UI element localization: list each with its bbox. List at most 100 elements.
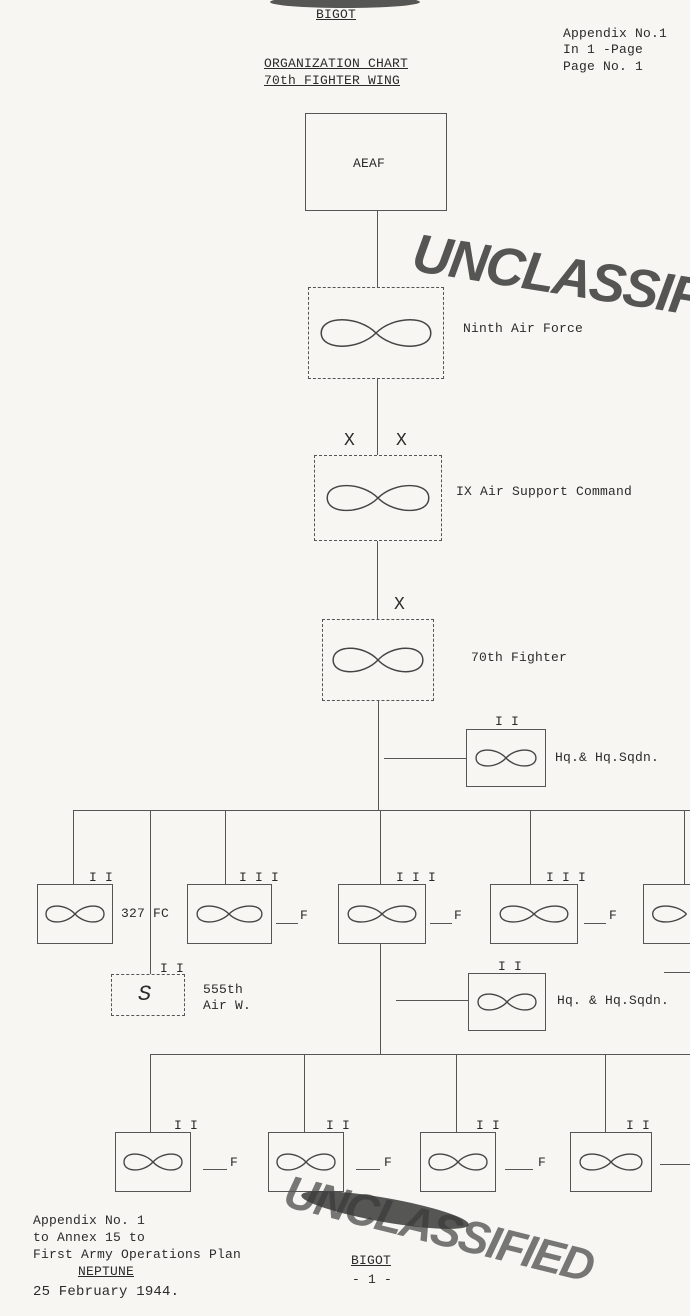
g4-f-line (584, 923, 606, 924)
drop-g2 (225, 810, 226, 884)
infinity-icon (475, 749, 537, 767)
s-box (111, 974, 185, 1016)
chart-title-line2: 70th FIGHTER WING (264, 73, 401, 88)
drop-g3 (380, 810, 381, 884)
wing-box (322, 619, 434, 701)
g5-box (643, 884, 690, 944)
s2-f-label: F (384, 1155, 393, 1170)
x-mark-wing: X (394, 595, 406, 615)
s1-f-line (203, 1169, 227, 1170)
g3-f-line (430, 923, 452, 924)
appendix-line2: In 1 -Page (563, 42, 644, 57)
s-letter: S (138, 982, 152, 1007)
drop-s (150, 810, 151, 974)
infinity-icon (347, 905, 417, 923)
g4-iii: I I I (546, 870, 587, 885)
ix-asc-box (314, 455, 442, 541)
infinity-icon-partial (652, 905, 688, 923)
s2-ii: I I (326, 1118, 351, 1133)
connector-wing-bus (378, 701, 379, 810)
footer-line2: to Annex 15 to (33, 1230, 146, 1245)
connector-ninth-ix (377, 379, 378, 455)
aeaf-box (305, 113, 447, 211)
infinity-icon (579, 1153, 643, 1171)
g2-f-line (276, 923, 298, 924)
drop-s1 (150, 1054, 151, 1132)
infinity-icon (477, 993, 537, 1011)
drop-g4 (530, 810, 531, 884)
g1-box (37, 884, 113, 944)
s4-ii: I I (626, 1118, 651, 1133)
page-number: - 1 - (352, 1272, 393, 1287)
hq1-label: Hq.& Hq.Sqdn. (555, 750, 660, 765)
appendix-line1: Appendix No.1 (563, 26, 668, 41)
drop-s3 (456, 1054, 457, 1132)
connector-hq1 (384, 758, 466, 759)
infinity-icon (428, 1153, 488, 1171)
g1-ii: I I (89, 870, 114, 885)
infinity-icon (45, 905, 105, 923)
air555-label-2: Air W. (203, 998, 252, 1013)
hq2-box (468, 973, 546, 1031)
g4-f-label: F (609, 908, 618, 923)
hq1-ii: I I (495, 714, 520, 729)
s-ii: I I (160, 961, 185, 976)
chart-title-line1: ORGANIZATION CHART (264, 56, 409, 71)
g3-box (338, 884, 426, 944)
footer-line4: NEPTUNE (78, 1264, 135, 1279)
g2-box (187, 884, 272, 944)
s2-box (268, 1132, 344, 1192)
s3-f-line (505, 1169, 533, 1170)
s4-tail-line (660, 1164, 690, 1165)
bottom-bigot-mark: BIGOT (351, 1253, 392, 1268)
top-bigot-mark: BIGOT (316, 7, 357, 22)
hq1-box (466, 729, 546, 787)
s4-box (570, 1132, 652, 1192)
x-mark-left: X (344, 431, 356, 451)
connector-aeaf-ninth (377, 211, 378, 287)
s3-ii: I I (476, 1118, 501, 1133)
bus-1 (73, 810, 690, 811)
top-smudge (270, 0, 420, 8)
drop-s2 (304, 1054, 305, 1132)
infinity-icon (332, 647, 424, 673)
s1-box (115, 1132, 191, 1192)
infinity-icon (499, 905, 569, 923)
fc327-label: 327 FC (121, 906, 170, 921)
drop-g5 (684, 810, 685, 884)
s3-f-label: F (538, 1155, 547, 1170)
connector-ix-wing (377, 541, 378, 619)
connector-hq2 (396, 1000, 468, 1001)
ix-asc-label: IX Air Support Command (456, 484, 633, 499)
infinity-icon (196, 905, 263, 923)
x-mark-right: X (396, 431, 408, 451)
g4-box (490, 884, 578, 944)
infinity-icon (276, 1153, 336, 1171)
hq2-ii: I I (498, 959, 523, 974)
footer-line3: First Army Operations Plan (33, 1247, 242, 1262)
g2-iii: I I I (239, 870, 280, 885)
g3-f-label: F (454, 908, 463, 923)
appendix-line3: Page No. 1 (563, 59, 644, 74)
air555-label-1: 555th (203, 982, 244, 997)
hq2-label: Hq. & Hq.Sqdn. (557, 993, 670, 1008)
footer-line1: Appendix No. 1 (33, 1213, 146, 1228)
s1-ii: I I (174, 1118, 199, 1133)
s2-f-line (356, 1169, 380, 1170)
footer-line5: 25 February 1944. (33, 1284, 180, 1300)
infinity-icon (320, 319, 432, 347)
infinity-icon (326, 484, 430, 512)
drop-g1 (73, 810, 74, 884)
s1-f-label: F (230, 1155, 239, 1170)
ninth-af-label: Ninth Air Force (463, 321, 584, 336)
wing-label: 70th Fighter (471, 650, 568, 665)
bus-2 (150, 1054, 690, 1055)
g5-tail-line (664, 972, 690, 973)
g2-f-label: F (300, 908, 309, 923)
ninth-af-box (308, 287, 444, 379)
infinity-icon (123, 1153, 183, 1171)
aeaf-label: AEAF (353, 156, 386, 171)
drop-s4 (605, 1054, 606, 1132)
g3-iii: I I I (396, 870, 437, 885)
s3-box (420, 1132, 496, 1192)
